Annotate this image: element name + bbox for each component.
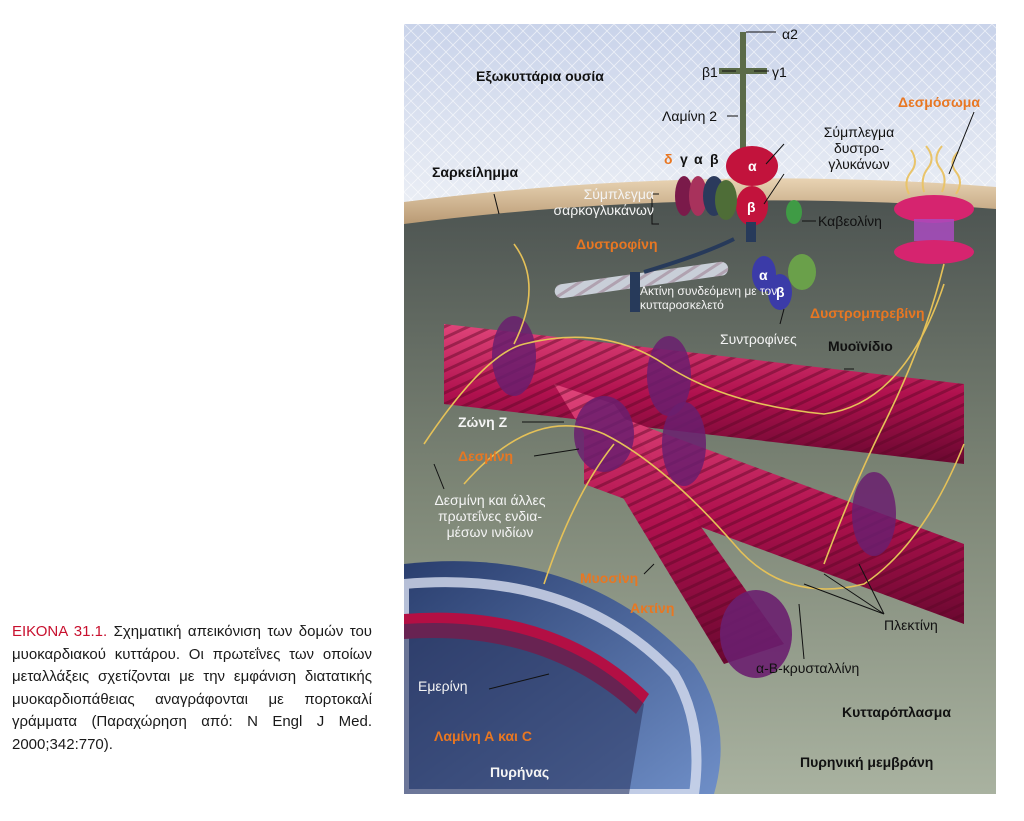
label-lamin-a-c: Λαμίνη Α και C <box>434 728 532 744</box>
cardiomyocyte-illustration: α2 Εξωκυττάρια ουσία β1 γ1 Λαμίνη 2 Δεσμ… <box>404 24 996 794</box>
label-sarcoglycan-complex: Σύμπλεγμα σαρκογλυκάνων <box>553 186 655 218</box>
label-z-line: Ζώνη Ζ <box>458 414 508 430</box>
label-alpha2: α2 <box>782 26 798 42</box>
label-syntrophins: Συντροφίνες <box>720 331 797 347</box>
label-plectin: Πλεκτίνη <box>884 617 938 633</box>
label-nuclear-membrane: Πυρηνική μεμβράνη <box>800 754 934 770</box>
label-desmin: Δεσμίνη <box>458 448 514 464</box>
label-caveolin: Καβεολίνη <box>818 213 882 229</box>
label-actin: Ακτίνη <box>630 600 675 616</box>
label-beta-sarcoglycan: β <box>710 151 719 167</box>
label-dystroglycan-complex: Σύμπλεγμα δυστρο- γλυκάνων <box>823 124 895 172</box>
label-myosin: Μυοσίνη <box>580 570 639 586</box>
label-beta1: β1 <box>702 64 718 80</box>
label-alpha-dystroglycan: α <box>748 158 757 174</box>
label-myofibril: Μυοϊνίδιο <box>828 338 893 354</box>
label-alpha-sarcoglycan: α <box>694 151 703 167</box>
label-gamma1: γ1 <box>772 64 787 80</box>
figure-number: ΕΙΚΟΝΑ 31.1. <box>12 623 108 640</box>
label-desmin-and-intermediate-filaments: Δεσμίνη και άλλες πρωτεΐνες ενδια- μέσων… <box>434 492 546 540</box>
label-delta-sarcoglycan: δ <box>664 151 673 167</box>
label-dystrophin: Δυστροφίνη <box>576 236 658 252</box>
label-extracellular-matrix: Εξωκυττάρια ουσία <box>476 68 604 84</box>
illustration-artwork <box>404 24 996 794</box>
label-gamma-sarcoglycan: γ <box>680 151 688 167</box>
label-alpha-syntrophin: α <box>759 267 768 283</box>
label-alpha-b-crystallin: α-Β-κρυσταλλίνη <box>756 660 860 676</box>
label-sarcolemma: Σαρκείλημμα <box>432 164 519 180</box>
caption-text: Σχηματική απεικόνιση των δομών του μυοκα… <box>12 623 372 753</box>
label-beta-dystroglycan: β <box>747 199 756 215</box>
label-cytoplasm: Κυτταρόπλασμα <box>842 704 951 720</box>
label-emerin: Εμερίνη <box>418 678 468 694</box>
label-actin-cytoskeleton: Ακτίνη συνδεόμενη με τον κυτταροσκελετό <box>640 284 778 312</box>
figure-caption: ΕΙΚΟΝΑ 31.1. Σχηματική απεικόνιση των δο… <box>12 621 372 756</box>
label-dystrobrevin: Δυστρομπρεβίνη <box>810 305 925 321</box>
label-laminin-2: Λαμίνη 2 <box>662 108 718 124</box>
label-nucleus: Πυρήνας <box>490 764 550 780</box>
label-beta-syntrophin: β <box>776 284 785 300</box>
label-desmosome: Δεσμόσωμα <box>898 94 980 110</box>
